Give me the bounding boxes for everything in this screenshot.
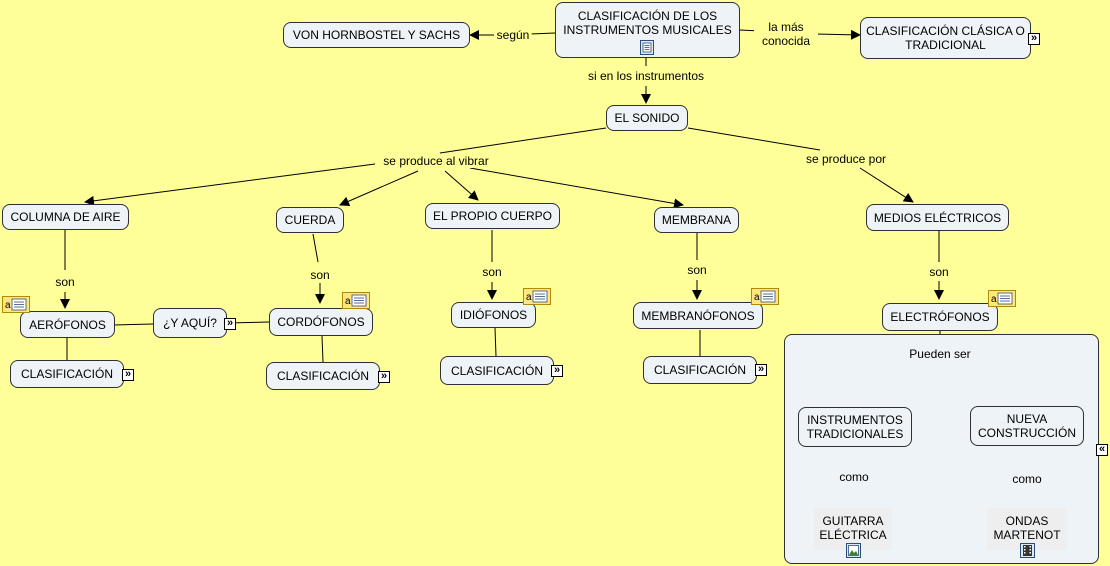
svg-text:a: a <box>345 296 351 307</box>
node-label: ELECTRÓFONOS <box>890 310 990 324</box>
node-label: IDIÓFONOS <box>459 308 528 322</box>
node-nueva-construccion[interactable]: NUEVA CONSTRUCCIÓN <box>970 406 1084 446</box>
node-label: VON HORNBOSTEL Y SACHS <box>292 28 461 42</box>
expand-icon[interactable]: » <box>122 369 134 381</box>
node-label: AERÓFONOS <box>29 317 106 332</box>
link-la-mas-conocida: la más conocida <box>754 20 818 48</box>
node-clasificacion-3[interactable]: CLASIFICACIÓN <box>440 356 554 385</box>
node-idiofonos[interactable]: IDIÓFONOS <box>451 302 536 328</box>
node-label: CLASIFICACIÓN DE LOS INSTRUMENTOS MUSICA… <box>563 9 732 37</box>
node-label: EL SONIDO <box>614 111 680 125</box>
node-label: ¿Y AQUÍ? <box>163 316 217 330</box>
text-note-icon[interactable]: a <box>2 296 30 313</box>
document-icon[interactable] <box>640 40 654 55</box>
node-membranofonos[interactable]: MEMBRANÓFONOS <box>633 302 763 329</box>
node-label: INSTRUMENTOS TRADICIONALES <box>806 413 904 441</box>
image-icon[interactable] <box>846 543 861 558</box>
node-medios-electricos[interactable]: MEDIOS ELÉCTRICOS <box>866 204 1009 231</box>
link-si-en-instrumentos: si en los instrumentos <box>585 69 707 83</box>
link-segun: según <box>494 28 532 42</box>
node-label: CLASIFICACIÓN <box>653 363 746 377</box>
node-label: MEMBRANÓFONOS <box>641 308 755 323</box>
expand-icon[interactable]: » <box>1028 33 1040 45</box>
node-clasificacion-2[interactable]: CLASIFICACIÓN <box>266 362 380 390</box>
node-label: CLASIFICACIÓN CLÁSICA O TRADICIONAL <box>866 24 1025 52</box>
node-label: ONDAS MARTENOT <box>993 514 1061 542</box>
node-aerofonos[interactable]: AERÓFONOS <box>20 311 115 338</box>
node-instrumentos-tradicionales[interactable]: INSTRUMENTOS TRADICIONALES <box>798 407 912 447</box>
node-guitarra-electrica[interactable]: GUITARRA ELÉCTRICA <box>814 508 892 550</box>
expand-icon[interactable]: » <box>755 364 767 376</box>
node-label: CORDÓFONOS <box>277 315 365 329</box>
link-pueden-ser: Pueden ser <box>907 347 973 361</box>
text-note-icon[interactable]: a <box>523 288 551 305</box>
expand-icon[interactable]: » <box>224 318 236 330</box>
link-son-cuerda: son <box>308 268 332 282</box>
link-son-aire: son <box>53 275 77 289</box>
text-note-icon[interactable]: a <box>988 290 1016 307</box>
node-label: COLUMNA DE AIRE <box>10 210 121 224</box>
node-clasificacion-clasica[interactable]: CLASIFICACIÓN CLÁSICA O TRADICIONAL <box>860 17 1031 59</box>
film-icon[interactable] <box>1020 543 1035 558</box>
node-electrofonos[interactable]: ELECTRÓFONOS <box>882 303 998 331</box>
link-son-membrana: son <box>685 263 709 277</box>
link-se-produce-vibrar: se produce al vibrar <box>381 154 491 168</box>
node-el-sonido[interactable]: EL SONIDO <box>606 105 688 131</box>
link-como-guitarra: como <box>837 470 871 484</box>
node-label: NUEVA CONSTRUCCIÓN <box>978 412 1076 440</box>
node-label: MEMBRANA <box>661 213 732 227</box>
svg-text:a: a <box>5 300 11 311</box>
node-columna-aire[interactable]: COLUMNA DE AIRE <box>2 204 129 230</box>
svg-text:a: a <box>991 294 997 305</box>
node-cordofonos[interactable]: CORDÓFONOS <box>269 308 373 336</box>
node-von-hornbostel[interactable]: VON HORNBOSTEL Y SACHS <box>283 22 470 48</box>
text-note-icon[interactable]: a <box>751 288 779 305</box>
node-label: GUITARRA ELÉCTRICA <box>819 514 887 542</box>
node-clasificacion-4[interactable]: CLASIFICACIÓN <box>643 356 757 384</box>
node-membrana[interactable]: MEMBRANA <box>654 207 739 233</box>
node-y-aqui[interactable]: ¿Y AQUÍ? <box>153 308 227 338</box>
link-se-produce-por: se produce por <box>803 152 889 166</box>
collapse-icon[interactable]: « <box>1096 444 1108 456</box>
expand-icon[interactable]: » <box>378 371 390 383</box>
node-label: EL PROPIO CUERPO <box>433 209 552 223</box>
expand-icon[interactable]: » <box>551 365 563 377</box>
node-label: CLASIFICACIÓN <box>20 367 113 381</box>
svg-text:a: a <box>754 292 760 303</box>
node-propio-cuerpo[interactable]: EL PROPIO CUERPO <box>425 203 560 229</box>
text-note-icon[interactable]: a <box>342 292 370 309</box>
node-label: CLASIFICACIÓN <box>276 369 369 383</box>
node-label: CLASIFICACIÓN <box>450 363 543 378</box>
node-label: MEDIOS ELÉCTRICOS <box>873 210 1002 225</box>
svg-text:a: a <box>526 292 532 303</box>
node-cuerda[interactable]: CUERDA <box>276 207 344 233</box>
node-label: CUERDA <box>284 213 336 227</box>
node-clasificacion-1[interactable]: CLASIFICACIÓN <box>10 360 124 388</box>
link-son-cuerpo: son <box>480 265 504 279</box>
link-como-ondas: como <box>1010 472 1044 486</box>
link-son-electricos: son <box>927 265 951 279</box>
